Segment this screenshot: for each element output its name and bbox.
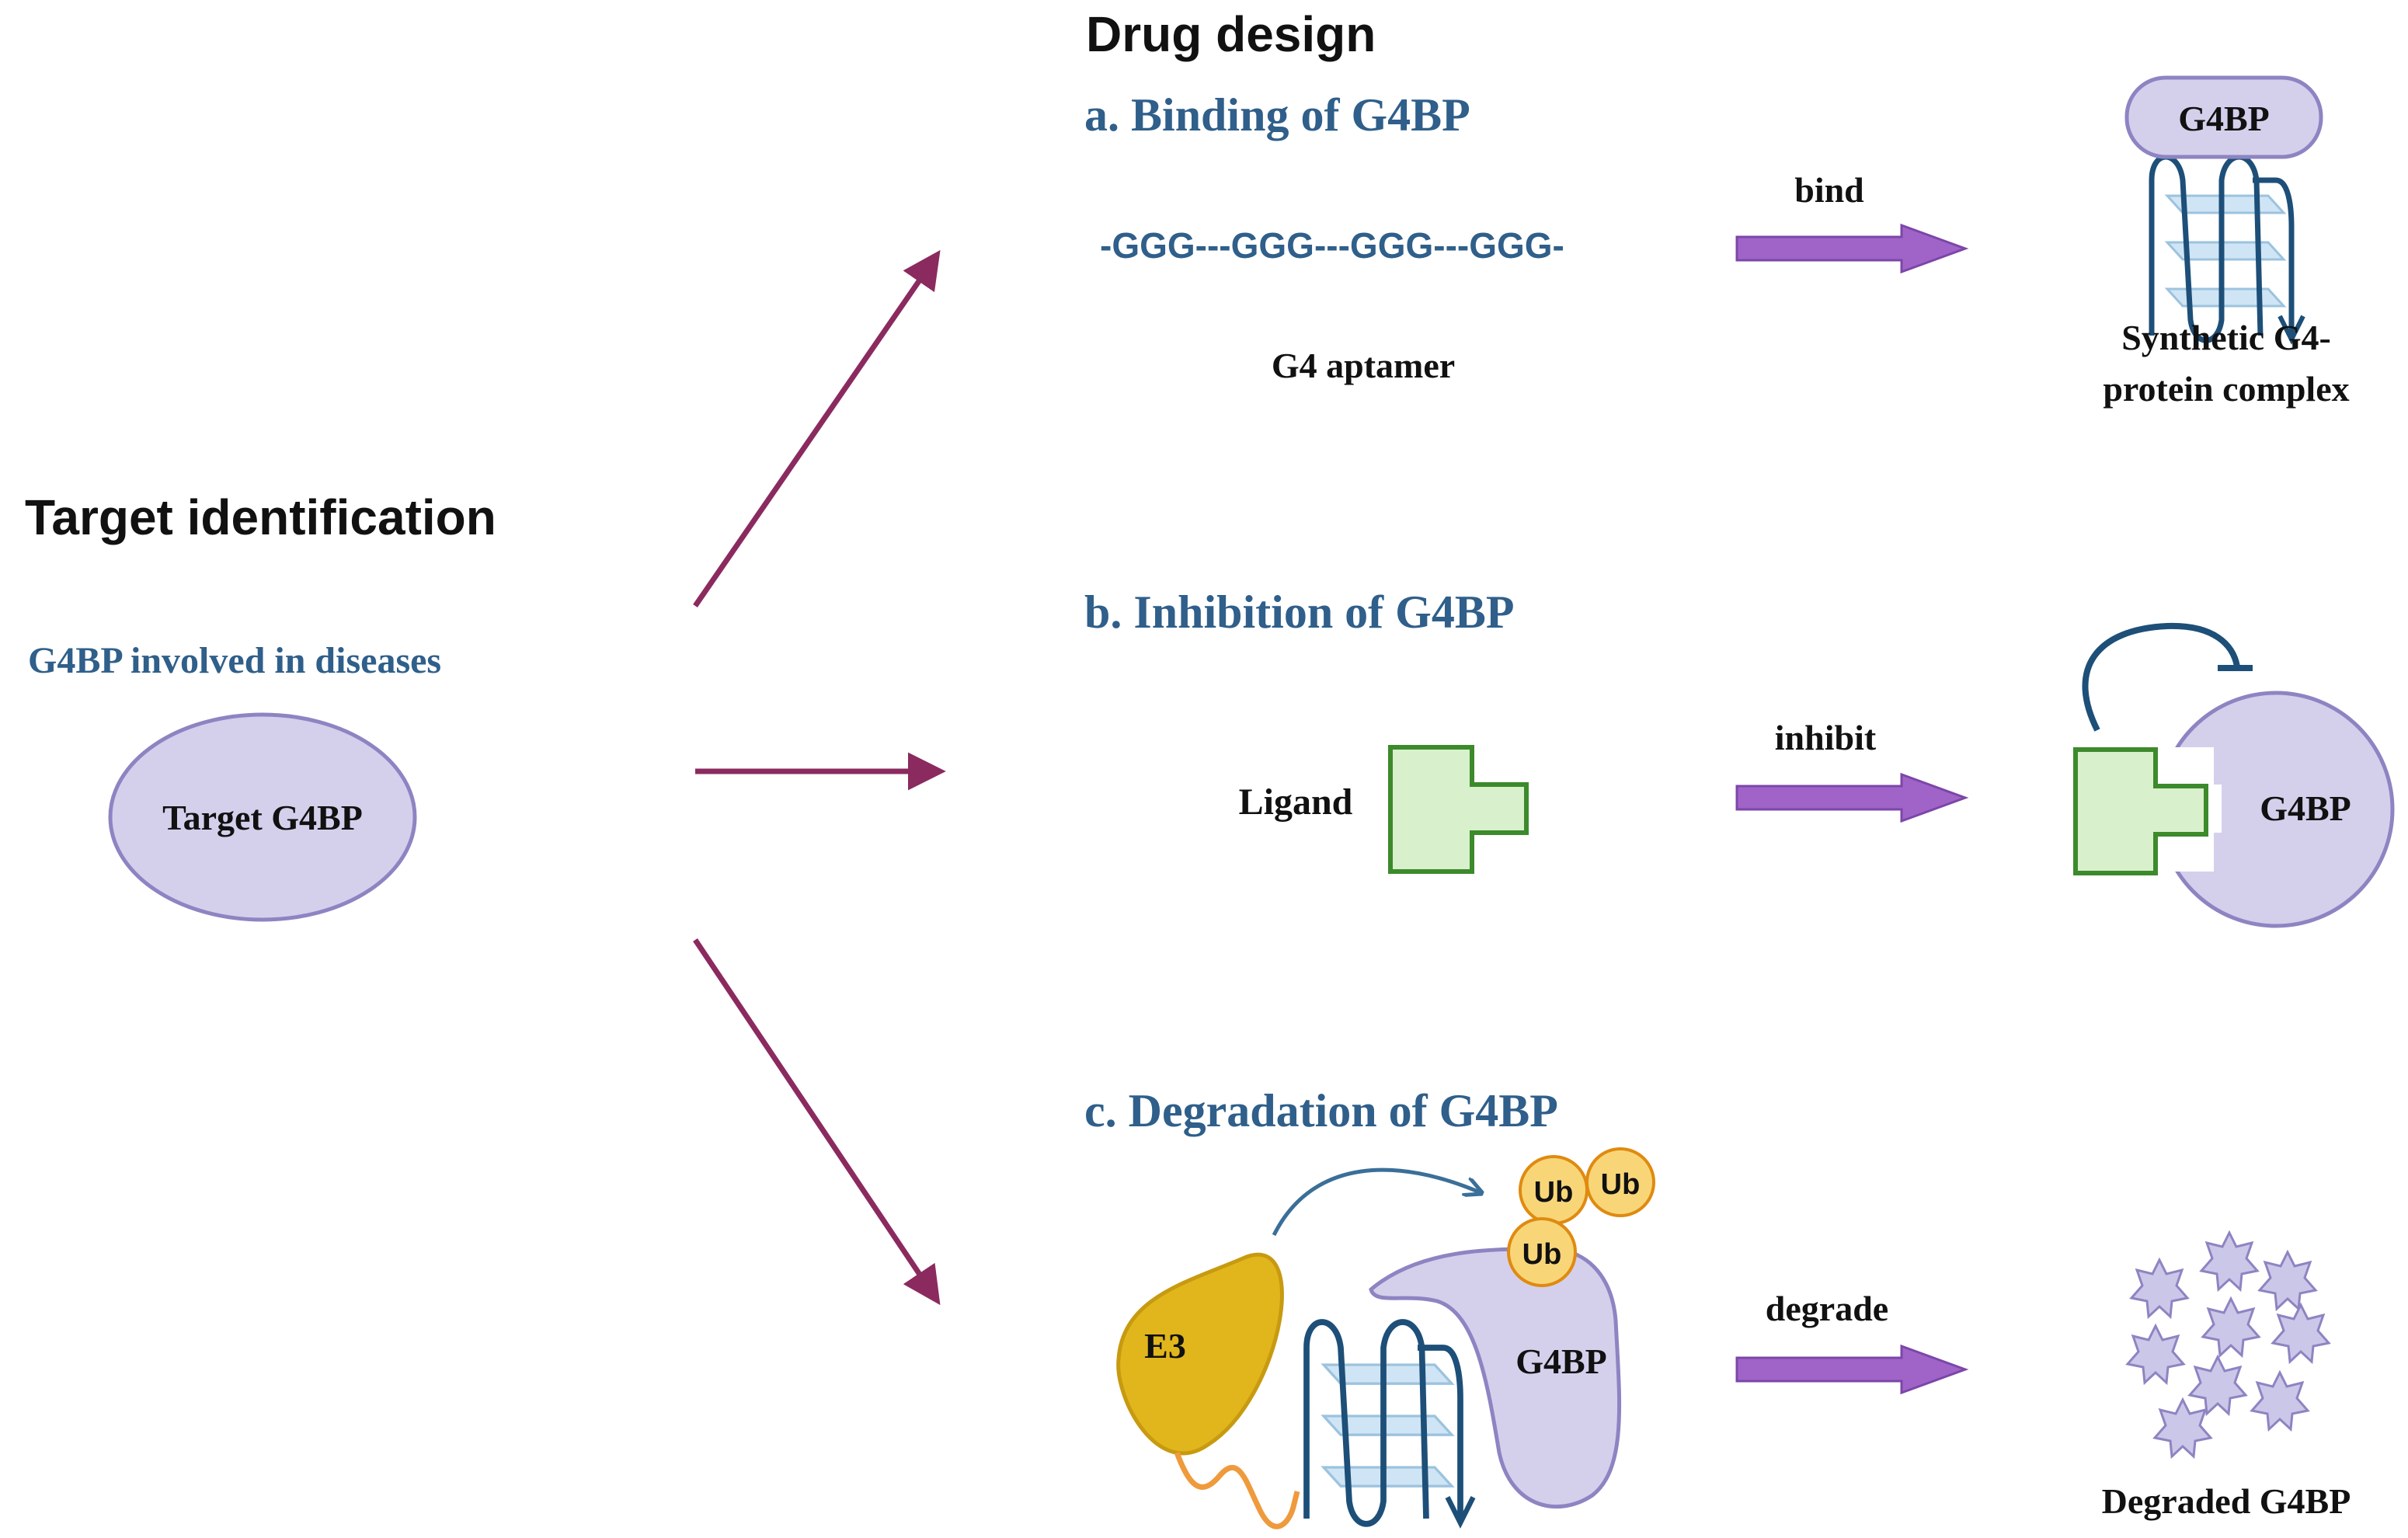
protac-linker bbox=[1174, 1451, 1300, 1529]
connector-arrow-to-degradation bbox=[693, 938, 941, 1306]
fragment-star-7 bbox=[2188, 1355, 2247, 1415]
synthetic-complex-label-line2: protein complex bbox=[2103, 369, 2349, 409]
fragment-star-9 bbox=[2153, 1398, 2212, 1458]
g4-structure-binding bbox=[2152, 157, 2303, 340]
g4bp-capsule-label: G4BP bbox=[2178, 99, 2270, 138]
degradation-title: c. Degradation of G4BP bbox=[1084, 1085, 1558, 1136]
g4bp-diseases-subheading: G4BP involved in diseases bbox=[28, 640, 441, 681]
binding-title: a. Binding of G4BP bbox=[1084, 89, 1470, 141]
drug-design-heading: Drug design bbox=[1086, 6, 1376, 62]
ligand-shape bbox=[1388, 745, 1529, 874]
fragment-star-3 bbox=[2258, 1251, 2317, 1310]
bound-ligand-shape bbox=[2073, 747, 2208, 875]
target-g4bp-label: Target G4BP bbox=[162, 798, 363, 837]
ub-label-3: Ub bbox=[1522, 1238, 1562, 1271]
inhibition-title: b. Inhibition of G4BP bbox=[1084, 586, 1515, 638]
inhibit-arrow-label: inhibit bbox=[1775, 718, 1877, 757]
e3-label: E3 bbox=[1144, 1326, 1186, 1366]
degrade-arrow bbox=[1735, 1344, 1969, 1395]
fragment-star-2 bbox=[2200, 1231, 2259, 1291]
synthetic-complex-label-line1: Synthetic G4- bbox=[2121, 318, 2331, 357]
g4-sequence: -GGG---GGG---GGG---GGG- bbox=[1100, 225, 1564, 266]
g4-structure-degradation bbox=[1307, 1322, 1474, 1524]
fragment-star-1 bbox=[2130, 1258, 2189, 1318]
fragment-star-5 bbox=[2201, 1297, 2260, 1357]
ubiquitin-circle-2 bbox=[1585, 1147, 1655, 1217]
target-g4bp-ellipse bbox=[108, 712, 417, 922]
bind-arrow bbox=[1735, 223, 1969, 274]
fragment-star-4 bbox=[2126, 1324, 2185, 1384]
g4bp-degradation-label: G4BP bbox=[1515, 1341, 1607, 1381]
inhibition-feedback-arc bbox=[2082, 622, 2240, 732]
fragment-star-6 bbox=[2271, 1303, 2330, 1363]
connector-arrow-to-binding bbox=[693, 249, 941, 607]
inhibit-arrow bbox=[1735, 772, 1969, 823]
e3-ligase-shape bbox=[1116, 1252, 1284, 1456]
target-identification-heading: Target identification bbox=[25, 489, 496, 545]
g4bp-capsule bbox=[2124, 75, 2323, 159]
ubiquitin-transfer-arrow bbox=[1272, 1167, 1480, 1237]
ligand-label: Ligand bbox=[1239, 781, 1353, 823]
degrade-arrow-label: degrade bbox=[1766, 1289, 1888, 1328]
ubiquitin-circle-3 bbox=[1507, 1217, 1577, 1287]
fragment-star-8 bbox=[2250, 1371, 2309, 1431]
degraded-fragments bbox=[2126, 1231, 2330, 1458]
g4bp-circle-label: G4BP bbox=[2260, 788, 2351, 828]
g4-aptamer-label: G4 aptamer bbox=[1272, 346, 1455, 385]
degraded-g4bp-label: Degraded G4BP bbox=[2102, 1481, 2351, 1521]
ub-label-1: Ub bbox=[1534, 1176, 1574, 1209]
ub-label-2: Ub bbox=[1601, 1168, 1641, 1201]
bind-arrow-label: bind bbox=[1794, 170, 1864, 210]
